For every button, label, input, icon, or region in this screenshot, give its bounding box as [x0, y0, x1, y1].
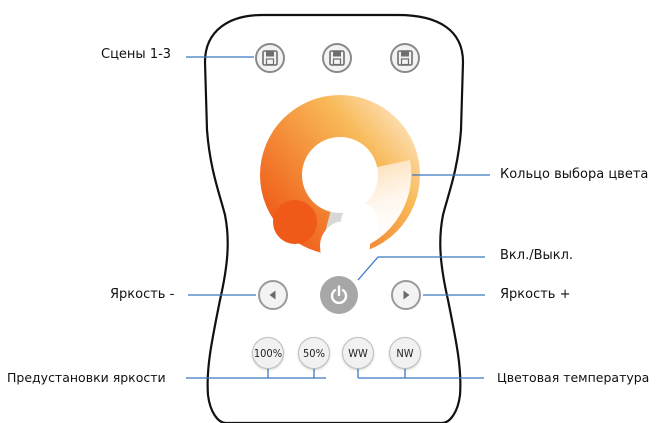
power-icon [330, 285, 348, 305]
brightness-up-annotation: Яркость + [500, 287, 571, 302]
brightness-down-annotation: Яркость - [110, 287, 175, 302]
save-icon [329, 50, 345, 66]
color-temperature-annotation: Цветовая температура [497, 370, 650, 385]
preset-ww-label: WW [348, 346, 368, 360]
color-ring-annotation: Кольцо выбора цвета [500, 167, 649, 182]
power-button[interactable] [320, 276, 358, 314]
preset-50-button[interactable]: 50% [298, 337, 330, 369]
color-selection-ring[interactable] [260, 95, 420, 271]
brightness-down-button[interactable] [258, 280, 288, 310]
save-icon [397, 50, 413, 66]
preset-50-label: 50% [303, 346, 325, 360]
preset-nw-label: NW [396, 346, 414, 360]
preset-nw-button[interactable]: NW [389, 337, 421, 369]
scenes-annotation: Сцены 1-3 [101, 47, 172, 62]
scene-button-3[interactable] [390, 43, 420, 73]
save-icon [262, 50, 278, 66]
brightness-presets-annotation: Предустановки яркости [7, 370, 166, 385]
scene-button-2[interactable] [322, 43, 352, 73]
preset-ww-button[interactable]: WW [342, 337, 374, 369]
arrow-right-icon [403, 290, 410, 300]
preset-100-label: 100% [253, 346, 283, 360]
power-annotation: Вкл./Выкл. [500, 248, 574, 263]
scene-button-1[interactable] [255, 43, 285, 73]
callout-lines [186, 56, 490, 379]
arrow-left-icon [269, 290, 276, 300]
preset-100-button[interactable]: 100% [252, 337, 284, 369]
brightness-up-button[interactable] [391, 280, 421, 310]
